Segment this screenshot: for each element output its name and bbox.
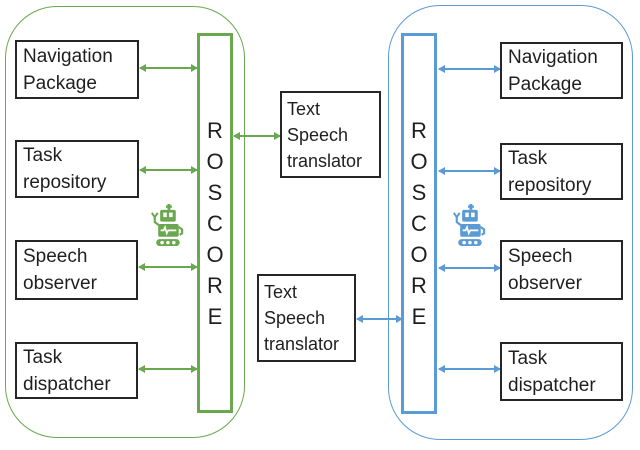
- node-navigation-package-left: Navigation Package: [15, 40, 139, 99]
- arrow-repository-roscore-left: [139, 166, 198, 174]
- left-robot-boundary: [5, 6, 245, 438]
- arrow-navigation-roscore-right: [438, 65, 501, 73]
- right-robot-boundary: [388, 5, 633, 440]
- roscore-letter: O: [410, 242, 428, 267]
- arrow-repository-roscore-right: [438, 167, 501, 175]
- arrow-observer-roscore-right: [438, 264, 501, 272]
- roscore-letter: R: [411, 118, 427, 143]
- text-speech-translator-bottom: Text Speech translator: [257, 274, 356, 362]
- robot-icon-right: [453, 204, 486, 247]
- text-speech-translator-top: Text Speech translator: [280, 91, 381, 178]
- roscore-letter: S: [207, 179, 223, 205]
- roscore-letter: C: [207, 210, 223, 236]
- roscore-letter: O: [206, 148, 224, 174]
- roscore-letter: C: [411, 211, 427, 236]
- roscore-letter: R: [411, 273, 427, 298]
- node-speech-observer-right: Speech observer: [500, 240, 623, 300]
- node-task-repository-right: Task repository: [500, 143, 623, 200]
- node-task-dispatcher-right: Task dispatcher: [500, 342, 623, 401]
- arrow-roscore-left-translator-top: [233, 132, 281, 140]
- arrow-navigation-roscore-left: [139, 64, 198, 72]
- node-task-dispatcher-left: Task dispatcher: [15, 342, 138, 399]
- arrow-translator-bottom-roscore-right: [356, 315, 403, 323]
- roscore-letter: O: [206, 241, 224, 267]
- roscore-letter: R: [207, 272, 223, 298]
- roscore-node-right: R O S C O R E: [401, 33, 437, 414]
- arrow-observer-roscore-left: [138, 263, 198, 271]
- node-task-repository-left: Task repository: [15, 140, 139, 198]
- roscore-letter: S: [411, 180, 427, 205]
- node-speech-observer-left: Speech observer: [15, 240, 138, 300]
- roscore-letter: E: [411, 304, 427, 329]
- roscore-node-left: R O S C O R E: [197, 33, 233, 413]
- arrow-dispatcher-roscore-right: [438, 365, 501, 373]
- node-navigation-package-right: Navigation Package: [500, 42, 623, 99]
- arrow-dispatcher-roscore-left: [138, 365, 198, 373]
- robot-icon-left: [151, 204, 184, 247]
- roscore-letter: E: [207, 303, 223, 329]
- roscore-letter: R: [207, 117, 223, 143]
- roscore-letter: O: [410, 149, 428, 174]
